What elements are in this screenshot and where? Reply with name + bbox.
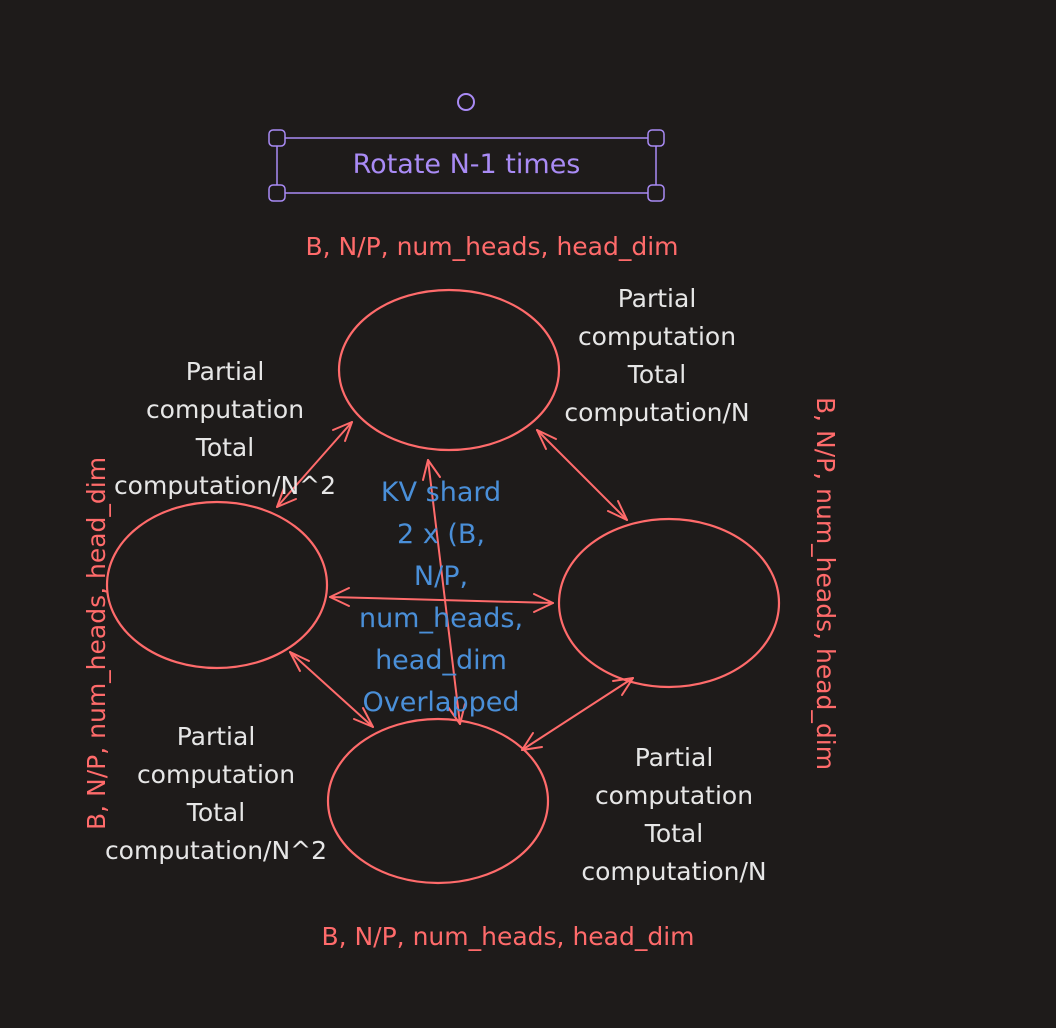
label-bottom-left-line-4: computation/N^2 (104, 836, 328, 865)
shape-label-right: B, N/P, num_heads, head_dim (811, 397, 840, 771)
label-bottom-right-line-4: computation/N (581, 857, 767, 886)
label-bottom-left: Partial computation Total computation/N^… (88, 718, 344, 870)
rotate-handle[interactable] (457, 93, 475, 111)
label-bottom-right-line-1: Partial (634, 743, 714, 772)
label-bottom-right-line-3: Total (644, 819, 704, 848)
kv-shard-line-1: KV shard (380, 477, 502, 508)
kv-shard-line-6: Overlapped (362, 687, 520, 718)
resize-handle-tl[interactable] (268, 129, 286, 147)
label-top-left-line-1: Partial (185, 357, 265, 386)
title-box-frame[interactable] (276, 137, 657, 194)
shape-label-top: B, N/P, num_heads, head_dim (305, 232, 679, 261)
label-top-right-line-2: computation (577, 322, 737, 351)
label-top-left-line-2: computation (145, 395, 305, 424)
kv-shard-line-4: num_heads, (358, 603, 524, 634)
arrow-top-bottom[interactable] (422, 459, 466, 725)
label-bottom-left-line-1: Partial (176, 722, 256, 751)
kv-shard-line-5: head_dim (375, 645, 507, 676)
label-top-left-line-4: computation/N^2 (113, 471, 337, 500)
arrow-top-right[interactable] (536, 429, 628, 521)
resize-handle-bl[interactable] (268, 184, 286, 202)
label-top-right-line-1: Partial (617, 284, 697, 313)
label-top-left-line-3: Total (195, 433, 255, 462)
node-left[interactable] (105, 500, 329, 670)
shape-label-bottom: B, N/P, num_heads, head_dim (321, 922, 695, 951)
title-selection[interactable] (268, 93, 665, 202)
arrow-left-bottom[interactable] (289, 651, 374, 728)
resize-handle-tr[interactable] (647, 129, 665, 147)
title-text[interactable]: Rotate N-1 times (352, 149, 581, 180)
arrow-bottom-right[interactable] (521, 677, 634, 751)
node-right[interactable] (557, 517, 781, 689)
resize-handle-br[interactable] (647, 184, 665, 202)
label-bottom-right-line-2: computation (594, 781, 754, 810)
kv-shard-label: KV shard 2 x (B, N/P, num_heads, head_di… (336, 472, 546, 724)
label-bottom-left-line-2: computation (136, 760, 296, 789)
label-top-right: Partial computation Total computation/N (545, 280, 769, 432)
kv-shard-line-2: 2 x (B, (397, 519, 485, 550)
kv-shard-line-3: N/P, (413, 561, 469, 592)
node-top[interactable] (337, 288, 561, 452)
label-top-left: Partial computation Total computation/N^… (97, 353, 353, 505)
arrow-left-right[interactable] (329, 587, 554, 613)
label-bottom-left-line-3: Total (186, 798, 246, 827)
node-bottom[interactable] (326, 717, 550, 885)
label-top-right-line-3: Total (627, 360, 687, 389)
label-top-right-line-4: computation/N (564, 398, 750, 427)
arrow-left-top[interactable] (276, 421, 353, 508)
label-bottom-right: Partial computation Total computation/N (562, 739, 786, 891)
